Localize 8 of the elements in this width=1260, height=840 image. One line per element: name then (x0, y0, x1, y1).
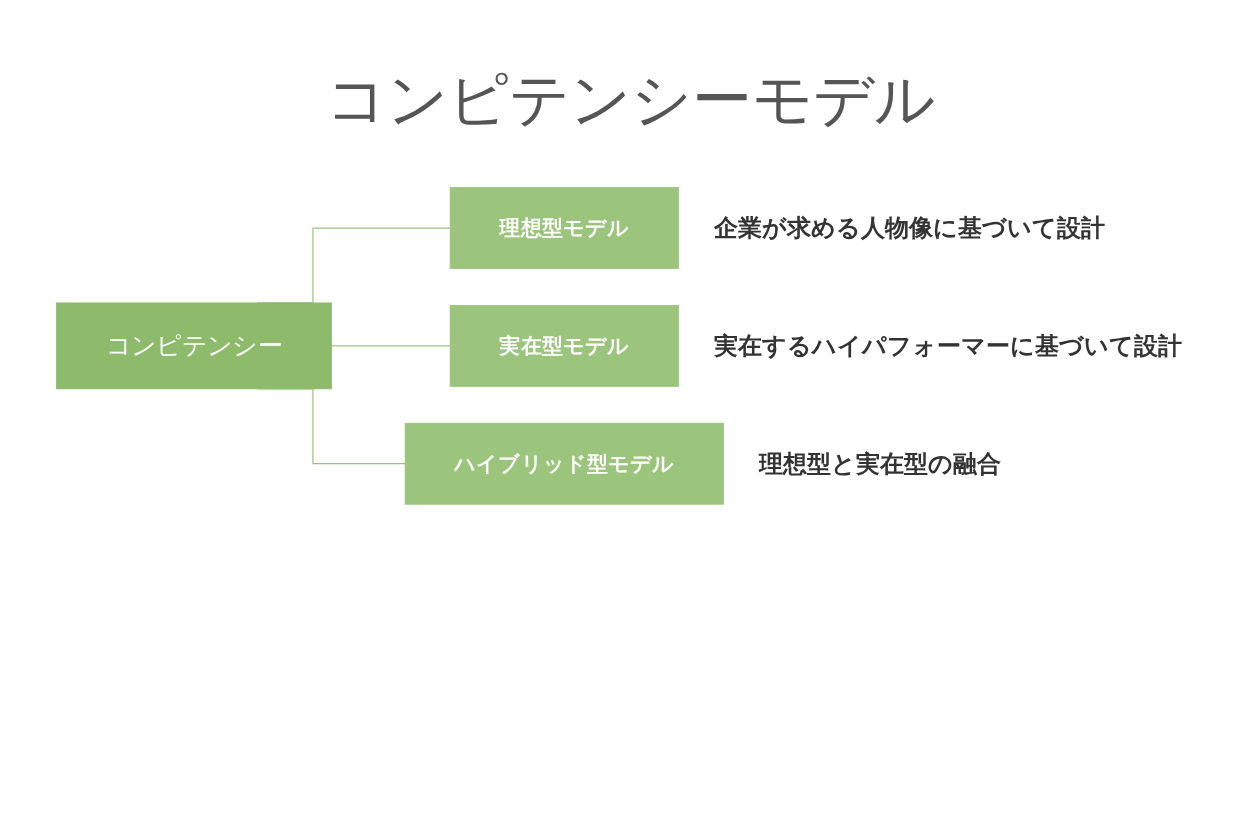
node-box: 実在型モデル (449, 304, 679, 387)
node-box: コンピテンシー (56, 302, 332, 390)
description-text: 実在するハイパフォーマーに基づいて設計 (714, 330, 1183, 362)
node-box: 理想型モデル (449, 187, 679, 269)
description-text: 企業が求める人物像に基づいて設計 (714, 213, 1106, 245)
description-text: 理想型と実在型の融合 (759, 448, 1002, 480)
connector (330, 345, 451, 347)
diagram-title: コンピテンシーモデル (325, 63, 935, 136)
